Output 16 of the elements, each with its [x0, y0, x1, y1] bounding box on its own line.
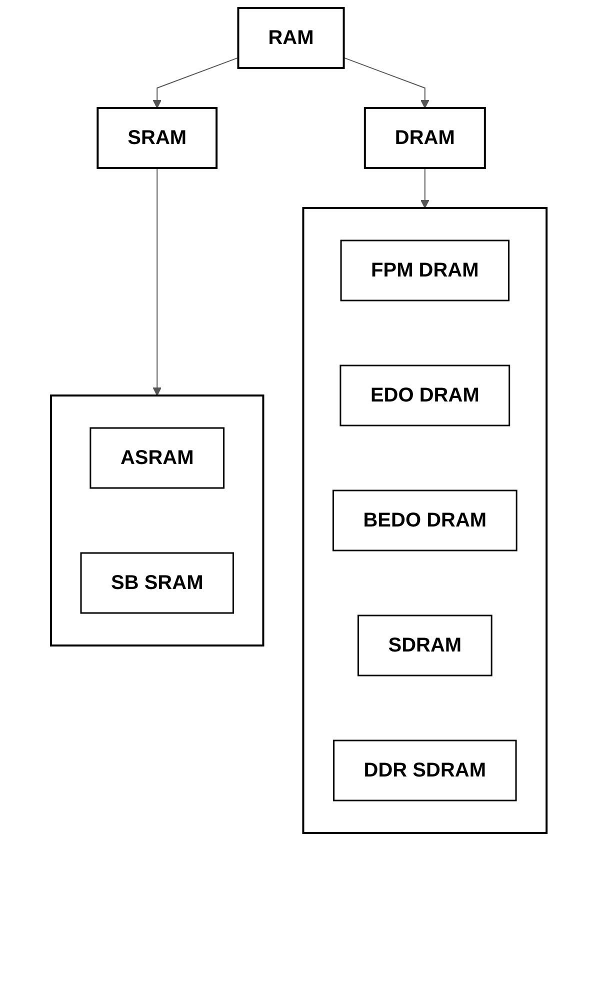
arrow	[152, 57, 238, 108]
arrow	[152, 168, 162, 396]
cluster	[302, 207, 548, 834]
node-box: SRAM	[96, 107, 218, 169]
arrow	[420, 168, 429, 208]
node-box: DDR SDRAM	[332, 740, 516, 802]
node-box: BEDO DRAM	[332, 490, 518, 552]
node-box: EDO DRAM	[339, 364, 510, 426]
arrow	[343, 57, 429, 108]
node-box: DRAM	[364, 107, 486, 169]
node-box: ASRAM	[89, 427, 224, 489]
node-box: FPM DRAM	[340, 240, 510, 302]
node-box: SDRAM	[357, 614, 492, 676]
cluster	[50, 394, 264, 646]
node-box: RAM	[236, 7, 344, 69]
node-box: SB SRAM	[80, 552, 234, 614]
